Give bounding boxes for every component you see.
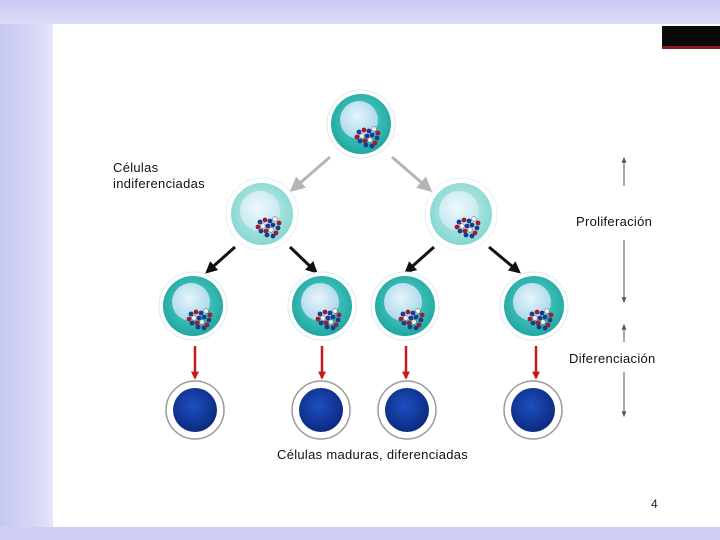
arrow-gray-left bbox=[289, 155, 331, 192]
pale-cell-right bbox=[425, 178, 497, 250]
frame-bottom bbox=[0, 527, 720, 540]
mature-cell-4 bbox=[503, 380, 563, 440]
stem-cell-row3-1 bbox=[159, 272, 227, 340]
arrow-black-1 bbox=[205, 245, 236, 274]
pale-cell-left bbox=[226, 178, 298, 250]
mature-cell-3 bbox=[377, 380, 437, 440]
label-proliferation: Proliferación bbox=[576, 214, 653, 229]
page-number: 4 bbox=[651, 497, 658, 511]
frame-top bbox=[0, 0, 720, 24]
stem-cell-top bbox=[327, 90, 395, 158]
label-undifferentiated-cells: Células indiferenciadas bbox=[113, 160, 205, 192]
stem-cell-row3-2 bbox=[288, 272, 356, 340]
stem-cell-row3-4 bbox=[500, 272, 568, 340]
label-mature-cells: Células maduras, diferenciadas bbox=[277, 447, 469, 462]
label-differentiation: Diferenciación bbox=[569, 351, 656, 366]
arrow-black-3 bbox=[404, 245, 435, 274]
stem-cell-row3-3 bbox=[371, 272, 439, 340]
label-undifferentiated-line2: indiferenciadas bbox=[113, 176, 205, 191]
corner-decoration bbox=[662, 26, 720, 49]
mature-cell-2 bbox=[291, 380, 351, 440]
arrow-black-4 bbox=[488, 245, 521, 274]
arrow-gray-right bbox=[391, 155, 433, 192]
mature-cell-1 bbox=[165, 380, 225, 440]
label-undifferentiated-line1: Células bbox=[113, 160, 159, 175]
arrow-black-2 bbox=[288, 245, 318, 274]
